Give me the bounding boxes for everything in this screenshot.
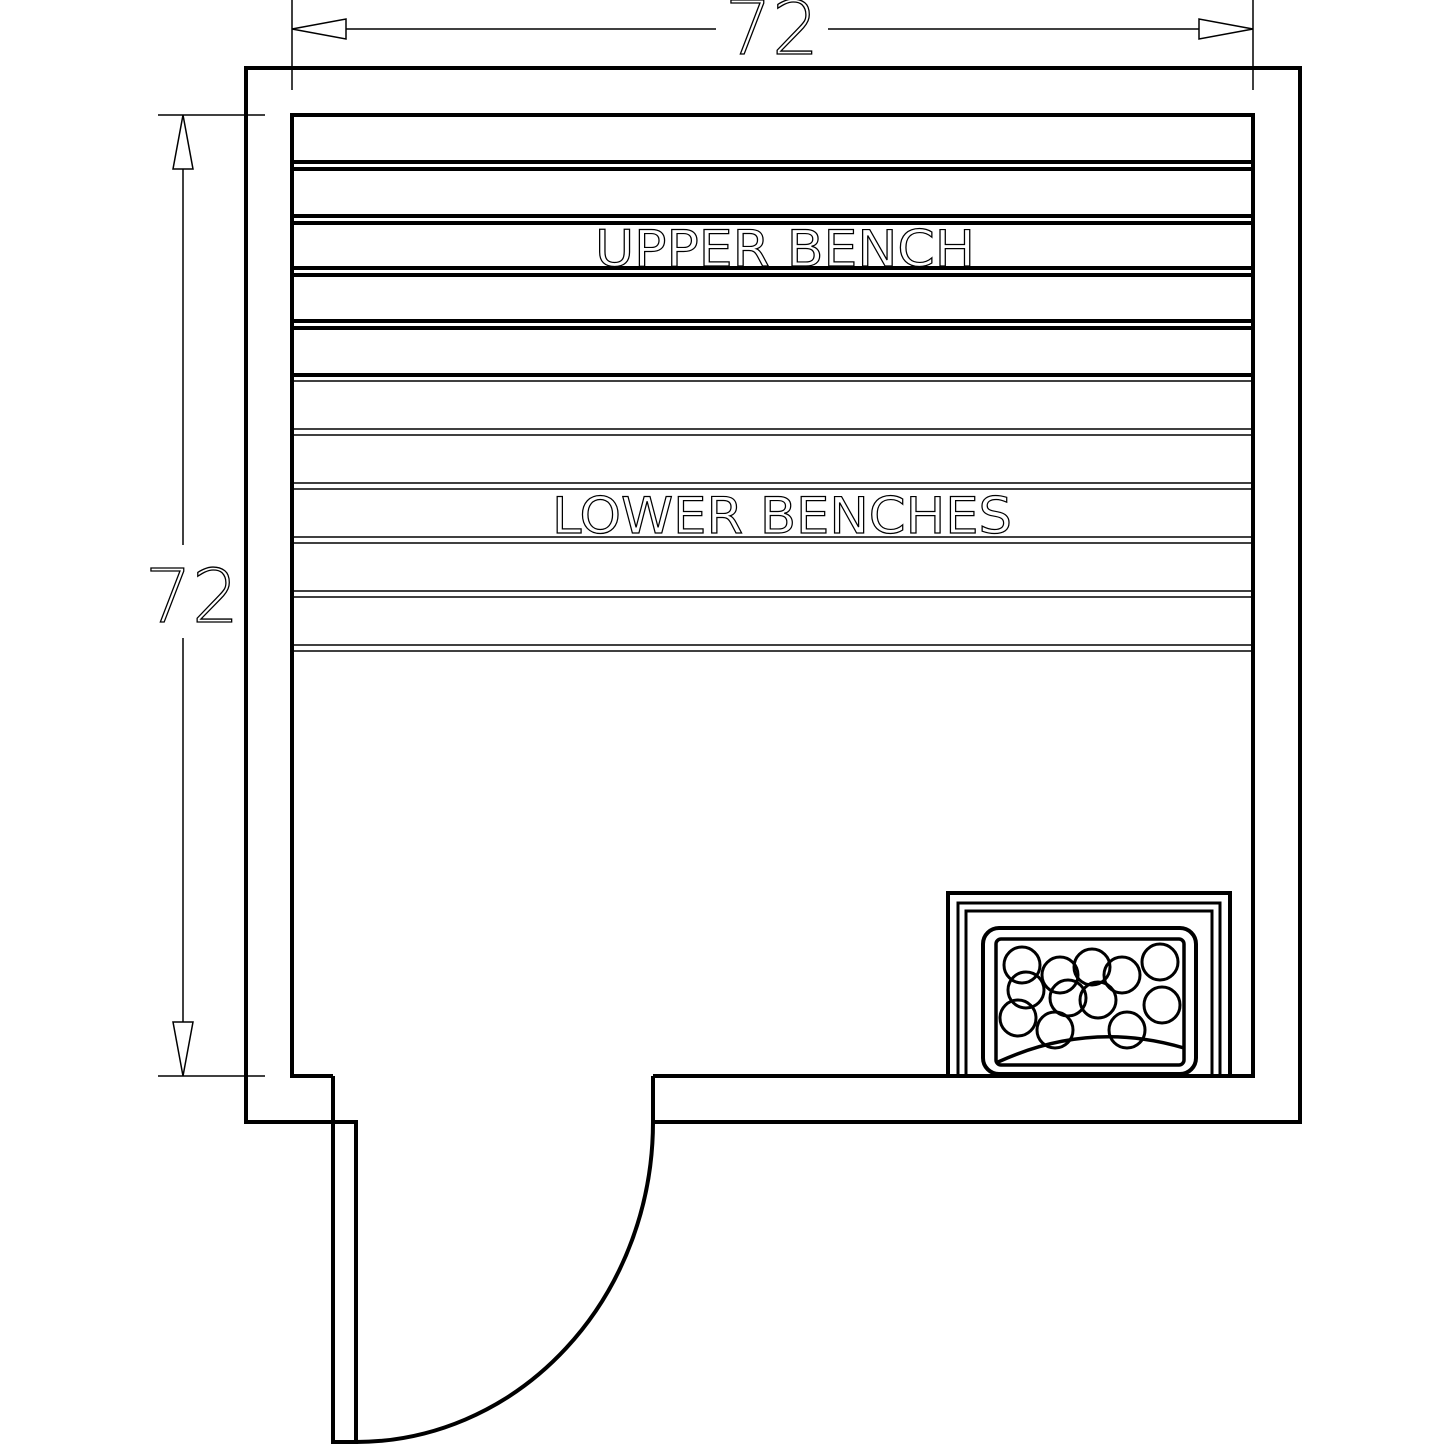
stone-icon <box>1142 985 1182 1025</box>
stone-icon <box>1107 1010 1147 1050</box>
stone-icon <box>1002 945 1042 985</box>
door <box>331 1120 655 1444</box>
upper-bench-label: UPPER BENCH <box>595 220 975 278</box>
stone-icon <box>1140 942 1180 982</box>
heater-stone-tray <box>994 937 1186 1067</box>
stone-icon <box>1078 980 1118 1020</box>
heater-guard-outer <box>946 891 1232 1076</box>
width-dimension-label: 72 <box>725 0 819 72</box>
depth-dimension <box>158 114 265 1077</box>
heater-guard-inner <box>964 909 1214 1076</box>
stone-icon <box>998 998 1038 1038</box>
up-arrow-icon <box>172 114 194 170</box>
heater <box>946 891 1232 1076</box>
stone-icon <box>1035 1010 1075 1050</box>
outer-wall <box>244 66 1302 1124</box>
lower-benches <box>292 380 1253 652</box>
lower-benches-label: LOWER BENCHES <box>552 487 1012 545</box>
heater-base-curve <box>997 1035 1185 1064</box>
heater-body <box>981 926 1198 1076</box>
depth-dimension-label: 72 <box>145 554 239 640</box>
heater-guard-middle <box>956 901 1222 1076</box>
door-swing-arc <box>355 1121 655 1444</box>
width-dimension <box>291 0 1254 90</box>
heater-stones <box>998 942 1182 1050</box>
down-arrow-icon <box>172 1021 194 1077</box>
door-panel <box>331 1120 358 1444</box>
upper-bench <box>292 160 1253 377</box>
stone-icon <box>1072 947 1112 987</box>
stone-icon <box>1102 955 1142 995</box>
left-arrow-icon <box>291 18 347 40</box>
stone-icon <box>1040 955 1080 995</box>
right-arrow-icon <box>1198 18 1254 40</box>
stone-icon <box>1006 970 1046 1010</box>
